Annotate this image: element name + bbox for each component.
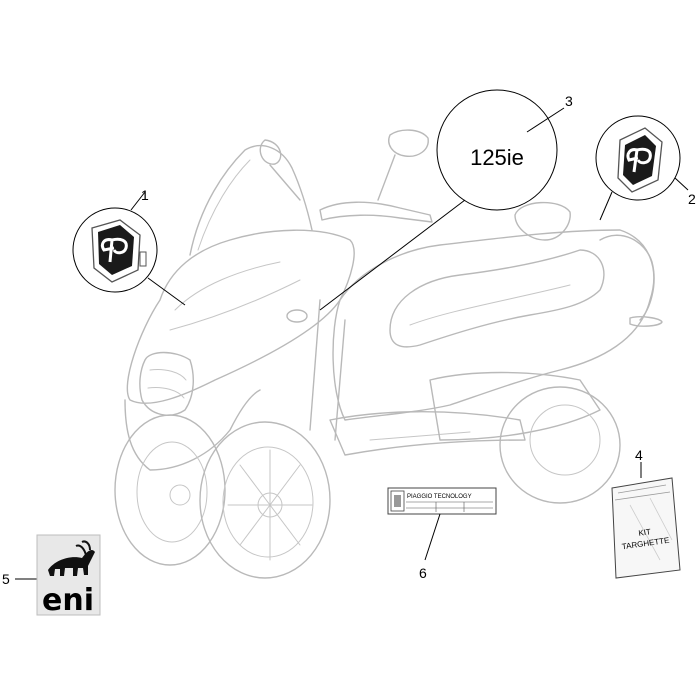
rear-emblem-callout[interactable]: 2	[595, 115, 696, 221]
body-side	[332, 229, 655, 421]
callout-number-2: 2	[688, 191, 696, 207]
handlebar	[319, 201, 433, 223]
plate-kit-callout[interactable]: 4 KIT TARGHETTE	[611, 447, 681, 579]
right-mirror	[388, 129, 429, 157]
callout-number-6: 6	[419, 565, 427, 581]
front-fork	[309, 299, 346, 441]
callout-number-4: 4	[635, 447, 643, 463]
callout-number-5: 5	[2, 571, 10, 587]
model-badge-callout[interactable]: 125ie 3	[319, 89, 573, 311]
plate-kit-label-line1: KIT	[638, 527, 652, 538]
floorboard	[329, 411, 526, 456]
engine-cover	[429, 371, 601, 441]
front-fairing	[126, 229, 355, 404]
tech-label-callout[interactable]: PIAGGIO TECNOLOGY 6	[387, 487, 497, 581]
headlight	[139, 351, 194, 416]
plate-kit-bag: KIT TARGHETTE	[611, 477, 681, 579]
rear-wheel	[499, 386, 621, 504]
indicator-light	[286, 309, 308, 323]
seat	[389, 249, 605, 348]
piaggio-shield-icon	[91, 219, 147, 283]
tech-label: PIAGGIO TECNOLOGY	[387, 487, 497, 515]
scooter-drawing	[114, 129, 663, 579]
model-badge-text: 125ie	[470, 145, 524, 170]
front-emblem-callout[interactable]: 1	[72, 187, 186, 306]
grab-rail	[514, 201, 571, 241]
six-legged-dog-icon	[48, 540, 95, 576]
front-right-wheel	[199, 421, 331, 579]
callout-number-1: 1	[141, 187, 149, 203]
eni-sticker-callout[interactable]: 5 eni	[2, 534, 101, 618]
left-mirror	[259, 139, 282, 165]
eni-wordmark: eni	[42, 583, 94, 618]
tail	[599, 234, 655, 321]
front-left-wheel	[114, 414, 226, 566]
tech-label-text: PIAGGIO TECNOLOGY	[407, 494, 472, 500]
callout-number-3: 3	[565, 93, 573, 109]
windshield	[189, 145, 313, 256]
eni-sticker: eni	[36, 534, 101, 618]
model-badge-bubble	[436, 89, 558, 211]
piaggio-shield-icon	[617, 127, 663, 193]
